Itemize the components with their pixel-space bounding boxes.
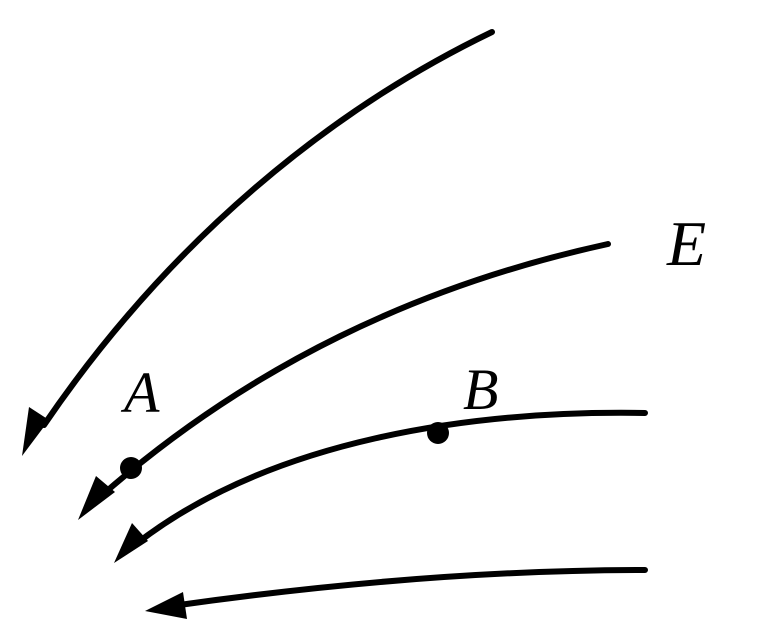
point-a-dot	[120, 457, 142, 479]
field-line-4	[169, 567, 648, 609]
field-line-3-arrowhead-icon	[114, 523, 148, 563]
point-a-label: A	[120, 360, 160, 425]
field-line-4-arrowhead-icon	[145, 592, 187, 619]
field-line-1-arrowhead-icon	[22, 407, 49, 456]
point-b-label: B	[463, 357, 498, 422]
field-line-2-arrowhead-icon	[78, 476, 115, 520]
field-label: E	[666, 208, 706, 279]
field-line-3	[133, 409, 648, 547]
point-b-dot	[427, 422, 449, 444]
field-line-2	[97, 241, 611, 500]
field-line-1	[41, 29, 495, 428]
